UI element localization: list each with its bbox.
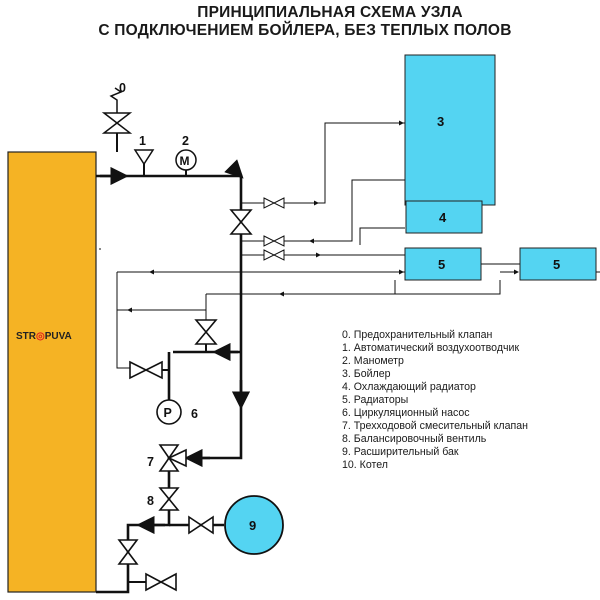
branch-valves — [263, 197, 285, 261]
drain-valve-vertical — [117, 539, 139, 565]
safety-valve-0: 0 — [101, 81, 133, 152]
label-1: 1 — [139, 134, 146, 148]
legend-item-2: 2. Манометр — [342, 355, 404, 367]
label-2: 2 — [182, 134, 189, 148]
main-valve — [229, 209, 253, 235]
legend-item-6: 6. Циркуляционный насос — [342, 407, 470, 419]
legend-item-3: 3. Бойлер — [342, 368, 391, 380]
thin-arrows — [127, 120, 519, 313]
legend-item-0: 0. Предохранительный клапан — [342, 329, 492, 341]
main-pipes — [96, 159, 244, 594]
mixing-valve-7: 7 — [147, 444, 187, 472]
tank-4-cooling-radiator: 4 — [405, 200, 483, 234]
svg-text:STR◎PUVA: STR◎PUVA — [16, 331, 72, 342]
title-line-2: С ПОДКЛЮЧЕНИЕМ БОЙЛЕРА, БЕЗ ТЕПЛЫХ ПОЛОВ — [98, 22, 512, 39]
drain-valve-horizontal — [128, 572, 177, 592]
label-4: 4 — [439, 210, 447, 225]
legend-item-4: 4. Охлаждающий радиатор — [342, 381, 476, 393]
pump-letter: P — [164, 406, 172, 420]
tank-5b-radiator: 5 — [519, 247, 597, 281]
legend-item-5: 5. Радиаторы — [342, 394, 408, 406]
manometer-2: M 2 — [175, 134, 197, 176]
tank-5a-radiator: 5 — [404, 247, 482, 281]
brand-right: PUVA — [45, 331, 72, 342]
legend-item-8: 8. Балансировочный вентиль — [342, 433, 487, 445]
air-vent-1: 1 — [133, 134, 155, 176]
title-line-1: ПРИНЦИПИАЛЬНАЯ СХЕМА УЗЛА — [197, 4, 463, 21]
label-9: 9 — [249, 518, 256, 533]
label-5a: 5 — [438, 257, 445, 272]
legend-item-10: 10. Котел — [342, 459, 388, 471]
label-5b: 5 — [553, 257, 560, 272]
left-valve — [129, 360, 169, 380]
bypass-valve — [194, 319, 218, 352]
legend: 0. Предохранительный клапан 1. Автоматич… — [342, 329, 528, 471]
label-3: 3 — [437, 114, 444, 129]
tank-3-boiler: 3 — [404, 54, 496, 206]
legend-item-7: 7. Трехходовой смесительный клапан — [342, 420, 528, 432]
legend-item-1: 1. Автоматический воздухоотводчик — [342, 342, 519, 354]
label-0: 0 — [119, 81, 126, 95]
label-8: 8 — [147, 494, 154, 508]
boiler-kotel: STR◎PUVA — [7, 151, 97, 593]
flow-arrows — [100, 166, 251, 535]
gauge-letter: M — [180, 154, 190, 168]
balancing-valve-8: 8 — [147, 487, 180, 511]
pump-6: P 6 — [156, 399, 198, 425]
label-6: 6 — [191, 407, 198, 421]
legend-item-9: 9. Расширительный бак — [342, 446, 459, 458]
expansion-tank-9: 9 — [224, 495, 284, 555]
label-7: 7 — [147, 455, 154, 469]
tank-valve — [188, 515, 214, 535]
brand-left: STR — [16, 331, 37, 342]
